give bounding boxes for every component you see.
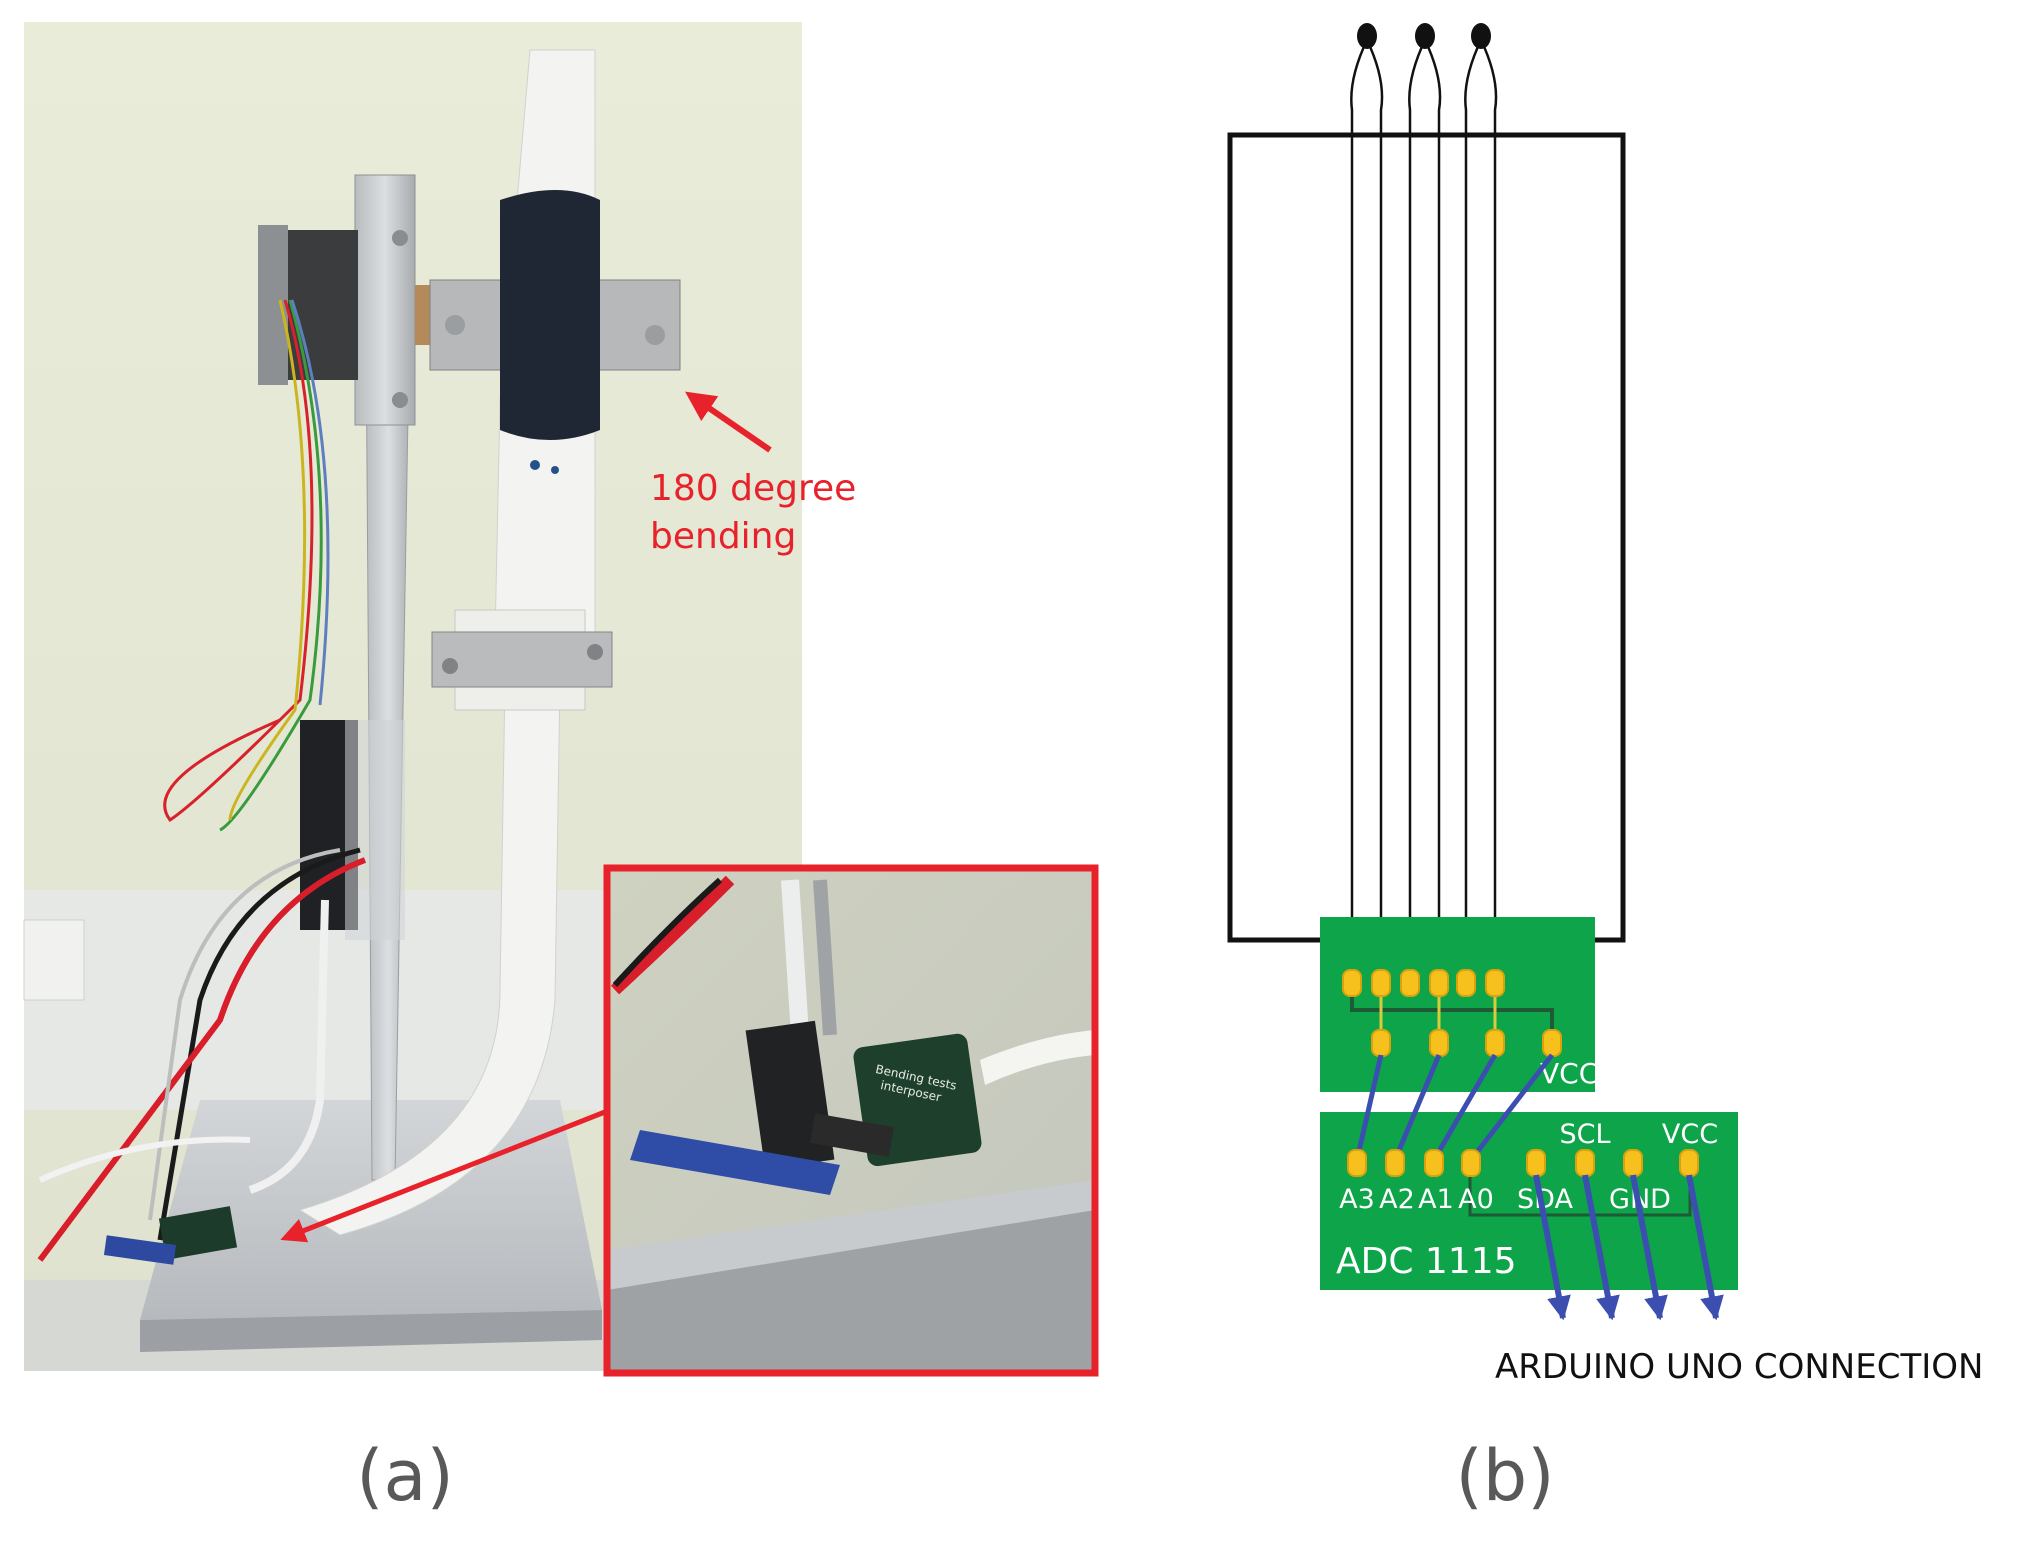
pin-label-a1: A1 xyxy=(1418,1184,1454,1215)
annotation-line-2: bending xyxy=(650,516,796,557)
motor-bracket xyxy=(354,174,416,426)
inset-adc-board xyxy=(630,1130,840,1195)
caption-b: (b) xyxy=(1455,1435,1554,1517)
connection-wires xyxy=(1354,1053,1554,1162)
bolt xyxy=(392,392,408,408)
wing-nut xyxy=(645,325,665,345)
ink-spot xyxy=(530,460,540,470)
pin-label-scl: SCL xyxy=(1559,1119,1610,1150)
interposer-pads-top xyxy=(1342,969,1505,997)
annotation-arrow xyxy=(685,391,772,453)
inset-gray-wire xyxy=(813,879,837,1036)
electrode-traces xyxy=(1350,39,1498,975)
bolt xyxy=(392,230,408,246)
pin-label-a0: A0 xyxy=(1458,1184,1494,1215)
wing-nut xyxy=(445,315,465,335)
interposer-board-notch xyxy=(1545,917,1595,967)
inset-textile-tip xyxy=(980,1030,1095,1085)
motor-wires xyxy=(37,299,367,1262)
closeup-inset: Bending tests interposer xyxy=(603,864,1099,1377)
base-plate-edge xyxy=(140,1310,602,1352)
adc-pads xyxy=(1347,1149,1699,1177)
pin-label-a2: A2 xyxy=(1379,1184,1415,1215)
ink-spot xyxy=(551,466,559,474)
caption-a: (a) xyxy=(356,1435,454,1517)
arduino-case xyxy=(345,720,405,940)
annotation-line-1: 180 degree xyxy=(650,468,856,509)
inset-table-top xyxy=(607,1180,1095,1290)
inset-pin-header xyxy=(810,1113,894,1157)
photo-panel-a: 180 degree bending Bending tests interpo… xyxy=(23,22,1099,1517)
electrode-tip xyxy=(1471,23,1491,49)
inset-black-wire xyxy=(612,877,723,988)
arduino-connection-label: ARDUINO UNO CONNECTION xyxy=(1495,1347,1983,1387)
pin-label-vcc: VCC xyxy=(1662,1119,1718,1150)
pin-label-a3: A3 xyxy=(1339,1184,1375,1215)
sample-outline xyxy=(1227,132,1626,943)
interposer-on-base xyxy=(158,1206,238,1260)
inset-red-wire xyxy=(610,875,735,995)
wall-socket xyxy=(23,919,85,1001)
adc-name: ADC 1115 xyxy=(1336,1241,1517,1282)
adc-module-on-base xyxy=(103,1235,177,1265)
schematic-panel-b: VCC A3 A2 A1 A0 SDA SCL GND VCC ADC xyxy=(1227,23,1983,1517)
lower-clamp-bar xyxy=(431,631,613,688)
textile-dark-wrap xyxy=(500,190,600,440)
wing-nut xyxy=(442,658,458,674)
adc-board xyxy=(1320,1112,1738,1290)
stepper-motor-cap xyxy=(258,225,288,385)
electrode-tip xyxy=(1415,23,1435,49)
inset-white-wire xyxy=(781,879,809,1036)
interposer-vcc-label: VCC xyxy=(1540,1057,1598,1090)
electrode-tip xyxy=(1357,23,1377,49)
inset-frame xyxy=(603,864,1099,1377)
wing-nut xyxy=(587,644,603,660)
interposer-pads-bottom xyxy=(1371,1029,1562,1057)
arduino-arrows xyxy=(1533,1174,1724,1321)
inset-pointer-arrow xyxy=(280,1107,611,1243)
inset-table-edge xyxy=(607,1200,1095,1373)
